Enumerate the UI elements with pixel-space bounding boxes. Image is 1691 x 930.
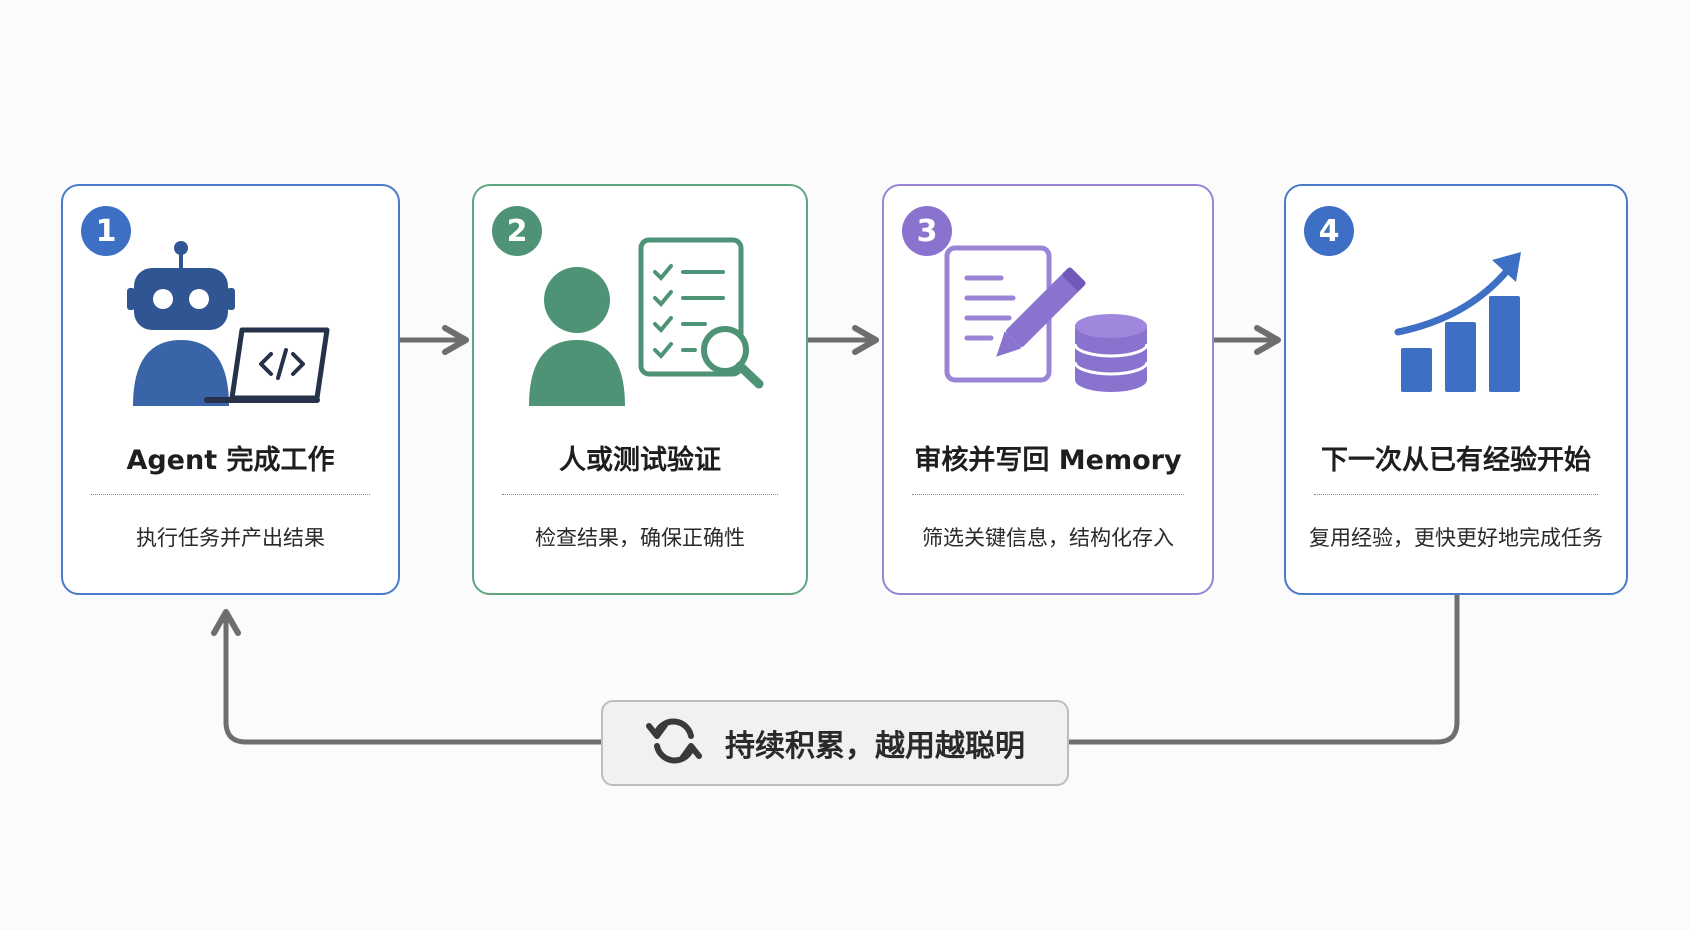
document-database-icon [884, 236, 1212, 406]
step-badge-1: 1 [81, 206, 131, 256]
loop-label: 持续积累，越用越聪明 [725, 729, 1025, 764]
person-checklist-icon [474, 236, 806, 406]
loop-summary-box: 持续积累，越用越聪明 [601, 700, 1069, 786]
step-card-3: 3 审核并写回 Memory [882, 184, 1214, 595]
step-title-1: Agent 完成工作 [126, 445, 335, 476]
refresh-icon [645, 712, 703, 774]
step-card-1: 1 Agent 完成工作 执行任务并产出结果 [61, 184, 400, 595]
step-desc-2: 检查结果，确保正确性 [535, 526, 745, 550]
step-divider-2 [502, 494, 778, 495]
step-title-2: 人或测试验证 [559, 445, 721, 476]
step-badge-4: 4 [1304, 206, 1354, 256]
robot-laptop-icon [63, 236, 398, 406]
step-card-2: 2 人或测试验证 检查结果，确保正确性 [472, 184, 808, 595]
step-desc-3: 筛选关键信息，结构化存入 [922, 526, 1174, 550]
step-badge-3: 3 [902, 206, 952, 256]
step-card-4: 4 下一次从已有经验开始 复用经验，更快更好地完成任务 [1284, 184, 1628, 595]
step-badge-2: 2 [492, 206, 542, 256]
growth-chart-icon [1286, 236, 1626, 406]
step-divider-4 [1314, 494, 1598, 495]
step-divider-1 [91, 494, 370, 495]
step-title-3: 审核并写回 Memory [914, 445, 1182, 476]
step-desc-1: 执行任务并产出结果 [136, 526, 325, 550]
step-title-4: 下一次从已有经验开始 [1321, 445, 1591, 476]
step-desc-4: 复用经验，更快更好地完成任务 [1309, 526, 1603, 550]
step-divider-3 [912, 494, 1184, 495]
